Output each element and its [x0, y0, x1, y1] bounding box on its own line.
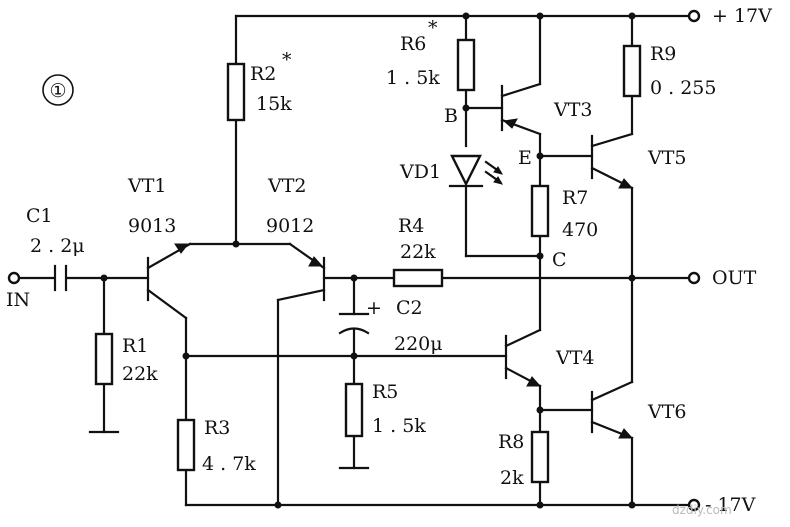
label-r9-value: 0 . 255: [650, 77, 716, 99]
label-vt5-ref: VT5: [647, 147, 686, 169]
label-r6-mark: *: [428, 17, 438, 39]
label-r5-value: 1 . 5k: [372, 415, 426, 437]
label-r1-value: 22k: [122, 363, 158, 385]
label-r3-value: 4 . 7k: [202, 453, 256, 475]
label-r4-value: 22k: [400, 241, 436, 263]
label-c1-value: 2 . 2μ: [30, 235, 85, 257]
transistor-vt4: [504, 328, 542, 388]
label-r2-mark: *: [282, 49, 292, 71]
resistor-r9: [622, 44, 642, 98]
terminal-vpos: [687, 9, 701, 23]
label-r3-ref: R3: [204, 417, 230, 439]
resistor-r4: [392, 268, 444, 288]
label-node-b: B: [444, 105, 458, 127]
resistor-r2: [226, 62, 246, 122]
label-r6-value: 1 . 5k: [386, 67, 440, 89]
transistor-vt2: [276, 242, 326, 302]
label-out: OUT: [712, 267, 757, 289]
wires: [18, 14, 692, 507]
label-vt2-value: 9012: [266, 215, 314, 237]
terminal-vneg: [687, 498, 701, 512]
label-r5-ref: R5: [372, 381, 398, 403]
transistor-vt1: [146, 242, 192, 320]
label-node-c: C: [552, 249, 567, 271]
resistor-r6: [456, 38, 476, 92]
led-vd1: [448, 154, 504, 188]
label-r6-ref: R6: [400, 33, 426, 55]
label-r4-ref: R4: [398, 215, 424, 237]
label-r7-value: 470: [562, 219, 598, 241]
transistor-vt3: [500, 82, 542, 136]
label-vt1-ref: VT1: [127, 175, 166, 197]
label-r2-ref: R2: [250, 63, 276, 85]
label-vpos: + 17V: [712, 5, 772, 27]
label-in: IN: [6, 289, 30, 311]
label-vt3-ref: VT3: [553, 99, 592, 121]
label-r8-value: 2k: [500, 467, 524, 489]
resistor-r8: [530, 430, 550, 484]
junction-dots: [100, 12, 636, 509]
label-vt4-ref: VT4: [555, 347, 594, 369]
label-vt1-value: 9013: [128, 215, 176, 237]
capacitor-c2: [338, 312, 370, 335]
resistor-r5: [344, 382, 364, 438]
label-vneg: - 17V: [705, 494, 756, 516]
figure-number: ①: [49, 80, 66, 102]
transistor-vt5: [590, 132, 634, 190]
label-r7-ref: R7: [562, 187, 588, 209]
label-c2-value: 220μ: [394, 333, 443, 355]
figure-number-circle: [42, 74, 74, 106]
label-c2-polarity: +: [366, 297, 382, 319]
label-r2-value: 15k: [256, 93, 292, 115]
terminal-output: [687, 271, 701, 285]
resistors: [94, 38, 642, 484]
label-c1-ref: C1: [26, 205, 53, 227]
resistor-r3: [176, 418, 196, 472]
terminal-input: [7, 271, 21, 285]
watermark: dzdiy.com: [672, 503, 732, 517]
terminals: [7, 9, 701, 512]
resistor-r7: [530, 184, 550, 238]
label-vt6-ref: VT6: [647, 401, 686, 423]
label-vd1-ref: VD1: [399, 161, 441, 183]
ground-symbols: [88, 430, 370, 470]
label-r1-ref: R1: [122, 335, 148, 357]
label-c2-ref: C2: [396, 297, 423, 319]
transistor-vt6: [590, 380, 634, 440]
capacitor-c1: [53, 264, 68, 292]
label-node-e: E: [518, 147, 532, 169]
label-r8-ref: R8: [498, 431, 524, 453]
resistor-r1: [94, 332, 114, 386]
label-vt2-ref: VT2: [267, 175, 306, 197]
label-r9-ref: R9: [650, 43, 676, 65]
